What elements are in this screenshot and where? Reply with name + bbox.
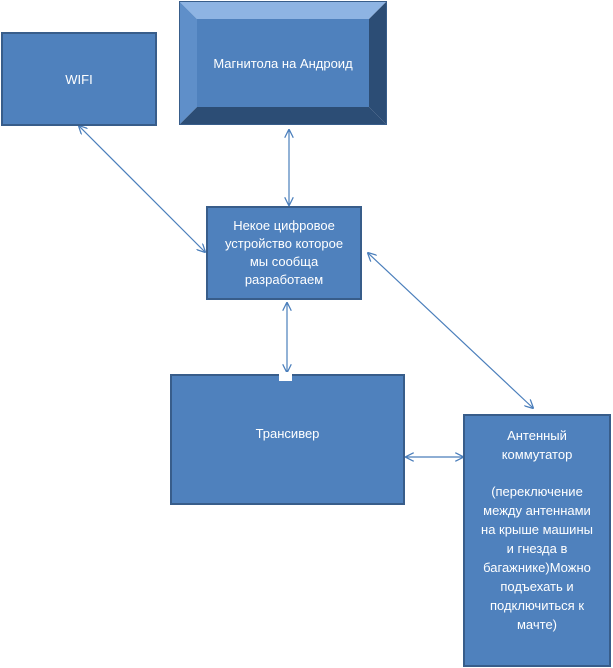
node-head-unit: Магнитола на Андроид <box>179 1 387 125</box>
node-antenna-switch: Антенный коммутатор (переключение между … <box>463 414 611 667</box>
node-head-unit-label: Магнитола на Андроид <box>213 55 353 71</box>
node-device-line: Некое цифровое <box>233 218 335 233</box>
antenna-note-line: подключиться к <box>489 598 585 613</box>
antenna-note-line: мачте) <box>516 617 558 632</box>
antenna-note-line: багажнике)Можно <box>483 560 591 575</box>
antenna-note-line: (переключение <box>491 484 583 499</box>
antenna-title-line: Антенный <box>507 428 567 443</box>
node-device: Некое цифровое устройство которое мы соо… <box>206 206 362 300</box>
edge-device-antenna <box>368 253 533 408</box>
node-wifi-label: WIFI <box>65 71 93 87</box>
transceiver-connector-gap <box>279 372 292 381</box>
antenna-note-line: подъехать и <box>500 579 574 594</box>
node-device-line: разработаем <box>244 272 324 287</box>
edge-wifi-device <box>79 126 205 252</box>
node-transceiver: Трансивер <box>170 374 405 505</box>
antenna-note-line: и гнезда в <box>506 541 568 556</box>
node-device-line: мы сообща <box>249 254 319 269</box>
antenna-title-line: коммутатор <box>501 447 573 462</box>
node-device-line: устройство которое <box>224 236 344 251</box>
head-unit-bevel <box>179 1 387 125</box>
antenna-note-line: на крыше машины <box>481 522 593 537</box>
antenna-note-line: между антеннами <box>483 503 591 518</box>
node-transceiver-label: Трансивер <box>255 426 320 441</box>
node-wifi: WIFI <box>1 32 157 126</box>
